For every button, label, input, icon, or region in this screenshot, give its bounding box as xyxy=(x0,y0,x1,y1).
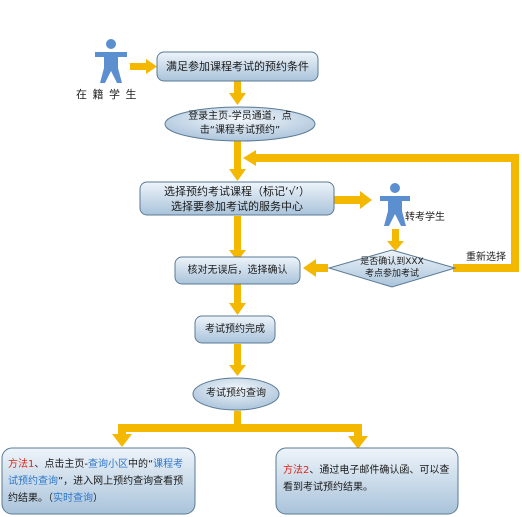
eligibility-box xyxy=(156,51,319,82)
arrow-complete-to-query xyxy=(234,344,241,366)
arrowhead-eligibility-to-login xyxy=(229,93,246,105)
arrow-verify-to-complete xyxy=(234,284,241,304)
query-area-link[interactable]: 查询小区 xyxy=(87,459,128,470)
query-label: 考试预约查询 xyxy=(206,388,266,399)
actor-label-enrolled: 在 籍 学 生 xyxy=(76,88,138,101)
arrow-split-horizontal xyxy=(118,424,362,432)
arrow-select-to-verify xyxy=(234,216,241,251)
method2-text-body: 、通过电子邮件确认函、可以查看到考试预约结果。 xyxy=(283,465,450,493)
query-oval xyxy=(192,377,280,411)
method1-prefix: 方法1 xyxy=(8,459,35,470)
method2-box xyxy=(275,447,459,515)
method1-box xyxy=(1,447,196,515)
arrowhead-verify-to-complete xyxy=(229,303,246,315)
arrowhead-loop-return xyxy=(243,150,256,166)
decision-diamond xyxy=(327,249,457,288)
arrow-decision-to-verify xyxy=(314,264,328,272)
complete-label: 考试预约完成 xyxy=(205,323,265,335)
login-label: 登录主页-学员通道，点击“课程考试预约” xyxy=(188,111,292,136)
arrowhead-decision-to-verify xyxy=(303,259,316,277)
method1-text-part3: ”，进入网上预约查询查看预约结果。（ xyxy=(8,476,184,504)
complete-box xyxy=(194,315,276,344)
arrow-eligibility-to-login xyxy=(234,80,241,94)
arrowhead-to-method2 xyxy=(348,436,368,449)
select-course-label-1: 选择预约考试课程（标记‘√’） xyxy=(163,184,310,198)
arrowhead-select-to-verify xyxy=(229,250,246,261)
realtime-query-link[interactable]: 实时查询 xyxy=(53,493,93,504)
person-icon xyxy=(380,183,410,226)
arrow-split-right-drop xyxy=(354,424,362,437)
loop-from-decision xyxy=(453,264,519,272)
method1-text-part2: 中的“ xyxy=(127,459,154,470)
select-course-label-2: 选择要参加考试的服务中心 xyxy=(171,199,303,213)
arrow-split-left-drop xyxy=(118,424,126,435)
decision-label-2: 考点参加考试 xyxy=(364,269,419,279)
method1-text-part4: ） xyxy=(93,493,103,504)
edge-label-reselect: 重新选择 xyxy=(466,252,506,263)
verify-label: 核对无误后，选择确认 xyxy=(187,264,288,276)
arrowhead-transfer-to-decision xyxy=(387,241,404,251)
arrow-query-down xyxy=(234,411,241,430)
arrowhead-login-to-select xyxy=(229,169,246,181)
arrow-actor-to-eligibility xyxy=(130,63,147,70)
loop-top-horizontal xyxy=(254,154,519,162)
method1-text-part1: 、点击主页- xyxy=(34,459,88,470)
eligibility-label: 满足参加课程考试的预约条件 xyxy=(166,59,309,73)
method1-text: 方法1、点击主页-查询小区中的“课程考试预约查询”，进入网上预约查询查看预约结果… xyxy=(8,456,190,507)
arrowhead-complete-to-query xyxy=(229,365,246,376)
login-oval xyxy=(164,106,316,142)
loop-right-vertical xyxy=(511,154,519,268)
arrowhead-actor-to-eligibility xyxy=(146,59,157,74)
arrow-select-to-transfer xyxy=(334,196,362,204)
arrowhead-to-method1 xyxy=(112,434,132,447)
method2-prefix: 方法2 xyxy=(283,465,310,476)
course-exam-query-link[interactable]: 课程考试预约查询 xyxy=(8,459,184,487)
arrow-login-to-select xyxy=(234,141,241,170)
person-icon xyxy=(95,39,127,83)
arrow-transfer-to-decision xyxy=(392,229,399,243)
method2-text: 方法2、通过电子邮件确认函、可以查看到考试预约结果。 xyxy=(283,462,453,496)
actor-label-transfer: 转考学生 xyxy=(405,212,445,223)
arrowhead-select-to-transfer xyxy=(360,191,372,209)
decision-label-1: 是否确认到XXX xyxy=(360,257,424,267)
select-course-box xyxy=(139,181,335,216)
verify-box xyxy=(174,256,301,285)
